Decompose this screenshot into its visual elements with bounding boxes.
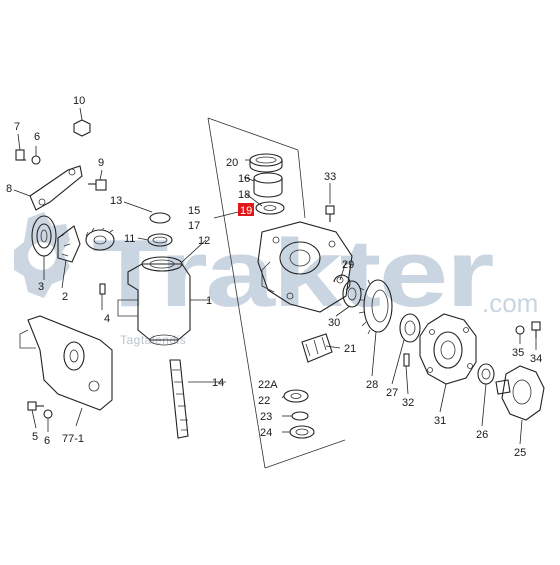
label-20: 20 xyxy=(226,157,238,169)
bracket-plate xyxy=(29,165,83,211)
leader-lines xyxy=(13,107,537,445)
nut xyxy=(73,119,91,137)
label-9: 9 xyxy=(98,157,104,169)
bolt-33 xyxy=(325,205,335,222)
label-26: 26 xyxy=(476,429,488,441)
label-35: 35 xyxy=(512,347,524,359)
bearing-30 xyxy=(342,280,362,308)
label-31: 31 xyxy=(434,415,446,427)
label-17: 17 xyxy=(188,220,200,232)
label-29: 29 xyxy=(342,259,354,271)
label-33: 33 xyxy=(324,171,336,183)
label-12: 12 xyxy=(198,235,210,247)
hub-carrier-31 xyxy=(419,313,477,385)
washer-6-lower xyxy=(43,409,53,419)
stud-32 xyxy=(403,353,410,367)
circlip-29 xyxy=(333,274,351,291)
label-22a: 22A xyxy=(258,379,278,391)
housing-77-1 xyxy=(19,315,113,411)
label-13: 13 xyxy=(110,195,122,207)
bearing-27 xyxy=(399,313,421,343)
label-19: 19 xyxy=(240,205,252,217)
bearing-22 xyxy=(283,389,309,403)
shaft-14 xyxy=(169,359,189,439)
snap-ring-13 xyxy=(149,212,171,224)
label-10: 10 xyxy=(73,95,85,107)
label-2: 2 xyxy=(62,291,68,303)
label-77-1: 77-1 xyxy=(62,433,84,445)
label-11: 11 xyxy=(124,233,135,245)
label-34: 34 xyxy=(530,353,542,365)
bolt-9 xyxy=(88,179,107,191)
label-25: 25 xyxy=(514,447,526,459)
lower-stack xyxy=(283,389,315,439)
watermark-suffix: .com xyxy=(482,288,538,318)
assembly-frame xyxy=(207,117,346,469)
highlight-box xyxy=(238,203,254,216)
bearing-24 xyxy=(289,425,315,439)
gear-11 xyxy=(85,227,115,251)
label-21: 21 xyxy=(344,343,356,355)
label-1: 1 xyxy=(206,295,212,307)
bevel-gear-2 xyxy=(57,225,81,263)
label-24: 24 xyxy=(260,427,272,439)
washer xyxy=(31,155,41,165)
washer-23 xyxy=(291,411,309,421)
label-7: 7 xyxy=(14,121,20,133)
pin xyxy=(99,283,106,295)
pinion-21 xyxy=(301,333,333,363)
washer-35 xyxy=(515,325,525,335)
upper-stack xyxy=(238,153,285,216)
label-16: 16 xyxy=(238,173,250,185)
left-assembly xyxy=(15,119,115,419)
label-18: 18 xyxy=(238,189,250,201)
bolt-5 xyxy=(27,401,44,411)
label-6-bottom: 6 xyxy=(44,435,50,447)
label-23: 23 xyxy=(260,411,272,423)
sleeve-16 xyxy=(253,172,283,198)
bearing-20 xyxy=(249,153,283,173)
bolt-34 xyxy=(531,321,541,338)
bearing-19 xyxy=(255,201,285,215)
label-4: 4 xyxy=(104,313,110,325)
housing-1 xyxy=(117,256,191,346)
label-32: 32 xyxy=(402,397,414,409)
label-27: 27 xyxy=(386,387,398,399)
part-labels: 10 7 6 9 8 13 11 12 1 14 3 2 4 5 6 77-1 … xyxy=(6,95,542,459)
label-6-top: 6 xyxy=(34,131,40,143)
gear-case xyxy=(257,221,353,313)
bolt xyxy=(15,149,26,161)
crown-wheel-28 xyxy=(358,279,393,335)
label-5: 5 xyxy=(32,431,38,443)
seal-26 xyxy=(477,363,495,385)
label-22: 22 xyxy=(258,395,270,407)
label-3: 3 xyxy=(38,281,44,293)
label-15: 15 xyxy=(188,205,200,217)
flange-25 xyxy=(495,365,545,421)
label-30: 30 xyxy=(328,317,340,329)
spindle-assembly xyxy=(117,212,191,439)
label-14: 14 xyxy=(212,377,224,389)
label-28: 28 xyxy=(366,379,378,391)
watermark: Trakter .com Tagtalendis xyxy=(14,212,538,347)
label-8: 8 xyxy=(6,183,12,195)
